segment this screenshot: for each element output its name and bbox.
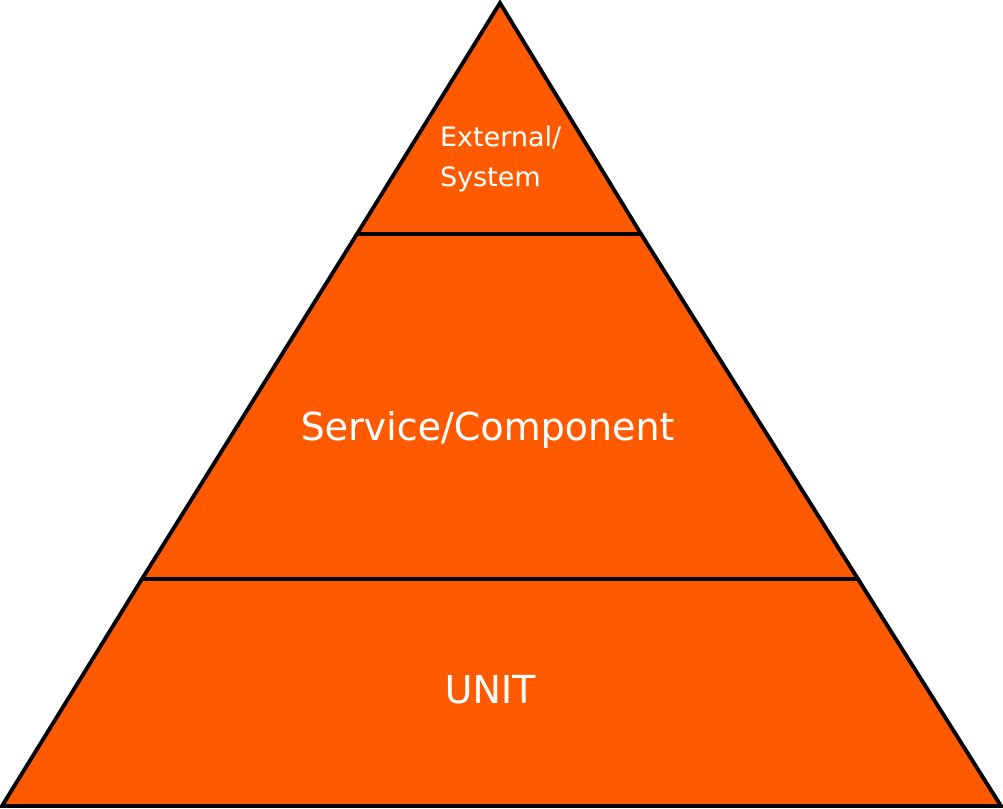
tier-label-top: External/ System: [440, 122, 562, 193]
tier-label-middle: Service/Component: [300, 405, 675, 449]
tier-bottom-shape: [0, 577, 1003, 808]
tier-label-bottom: UNIT: [444, 668, 536, 712]
